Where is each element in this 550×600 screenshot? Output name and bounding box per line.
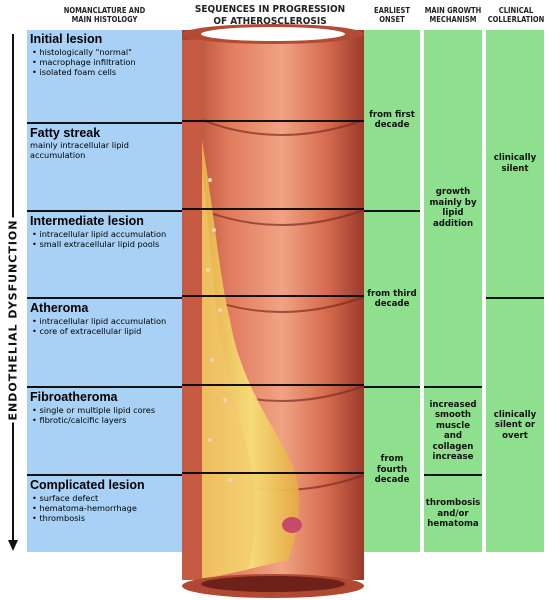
onset-fourth-decade: from fourth decade [364, 386, 420, 552]
header-mechanism: MAIN GROWTH MECHANISM [422, 6, 484, 24]
lesion-detail: mainly intracellular lipid [30, 140, 129, 150]
lesion-title: Fibroatheroma [30, 390, 118, 404]
header-clinical-line1: CLINICAL [498, 6, 534, 15]
clinical-silent-or-overt: clinically silent or overt [486, 297, 544, 552]
lesion-intermediate: Intermediate lesion intracellular lipid … [27, 210, 182, 297]
row-divider [182, 295, 364, 297]
header-histology: NOMANCLATURE AND MAIN HISTOLOGY [27, 6, 182, 24]
artery-illustration [182, 24, 365, 598]
onset-third-decade: from third decade [364, 210, 420, 386]
lesion-detail: hematoma-hemorrhage [32, 503, 182, 513]
header-onset-line1: EARLIEST [374, 6, 410, 15]
header-clinical: CLINICAL COLLERLATION [484, 6, 548, 24]
lesion-title: Complicated lesion [30, 478, 145, 492]
lesion-detail: single or multiple lipid cores [32, 405, 182, 415]
endothelial-dysfunction-label: ENDOTHELIAL DYSFUNCTION [2, 30, 24, 552]
clinical-column: clinically silent clinically silent or o… [486, 30, 544, 552]
lesion-detail: macrophage infiltration [32, 57, 182, 67]
side-label-text: ENDOTHELIAL DYSFUNCTION [6, 217, 20, 423]
lesion-fibroatheroma: Fibroatheroma single or multiple lipid c… [27, 386, 182, 474]
fibrous-cap [202, 170, 255, 578]
header-clinical-line2: COLLERLATION [487, 15, 545, 24]
header-sequence-line1: SEQUENCES IN PROGRESSION [194, 4, 346, 15]
artery-top-opening [201, 27, 345, 41]
lesion-title: Atheroma [30, 301, 89, 315]
lesion-title: Fatty streak [30, 126, 101, 140]
lesion-detail: surface defect [32, 493, 182, 503]
lesion-detail: core of extracellular lipid [32, 326, 182, 336]
onset-column: from first decade from third decade from… [364, 30, 420, 552]
lesion-complicated: Complicated lesion surface defect hemato… [27, 474, 182, 552]
lesion-detail: accumulation [30, 150, 86, 160]
mechanism-thrombosis: thrombosis and/or hematoma [424, 474, 482, 552]
artery-bottom-opening [201, 576, 345, 592]
lesion-detail: thrombosis [32, 513, 182, 523]
lesion-detail: isolated foam cells [32, 67, 182, 77]
onset-first-decade: from first decade [369, 109, 415, 131]
header-onset-line2: ONSET [379, 15, 405, 24]
lesion-detail: intracellular lipid accumulation [32, 229, 182, 239]
header-histology-line1: NOMANCLATURE AND [63, 6, 146, 15]
row-divider [182, 208, 364, 210]
header-mechanism-line1: MAIN GROWTH [424, 6, 482, 15]
lesion-title: Initial lesion [30, 32, 103, 46]
lesion-fatty-streak: Fatty streak mainly intracellular lipid … [27, 122, 182, 210]
mechanism-column: growth mainly by lipid addition increase… [424, 30, 482, 552]
clinical-silent: clinically silent [493, 153, 537, 174]
mechanism-lipid-addition: growth mainly by lipid addition [429, 187, 477, 229]
lesion-detail: fibrotic/calcific layers [32, 415, 182, 425]
histology-column: Initial lesion histologically "normal" m… [27, 30, 182, 552]
lesion-title: Intermediate lesion [30, 214, 144, 228]
header-sequence: SEQUENCES IN PROGRESSION OF ATHEROSCLERO… [175, 4, 365, 28]
foam-cells [206, 178, 232, 482]
lesion-detail: intracellular lipid accumulation [32, 316, 182, 326]
row-divider [182, 472, 364, 474]
header-histology-line2: MAIN HISTOLOGY [71, 15, 138, 24]
lesion-detail: histologically "normal" [32, 47, 182, 57]
lesion-initial: Initial lesion histologically "normal" m… [27, 30, 182, 122]
lesion-atheroma: Atheroma intracellular lipid accumulatio… [27, 297, 182, 386]
row-divider [182, 384, 364, 386]
wall-section [182, 40, 202, 580]
header-onset: EARLIEST ONSET [364, 6, 420, 24]
lesion-detail: small extracellular lipid pools [32, 239, 182, 249]
mechanism-smooth-muscle: increased smooth muscle and collagen inc… [424, 386, 482, 474]
header-sequence-line2: OF ATHEROSCLEROSIS [213, 16, 327, 27]
row-divider [182, 120, 364, 122]
header-mechanism-line2: MECHANISM [429, 15, 477, 24]
thrombus [282, 517, 302, 533]
